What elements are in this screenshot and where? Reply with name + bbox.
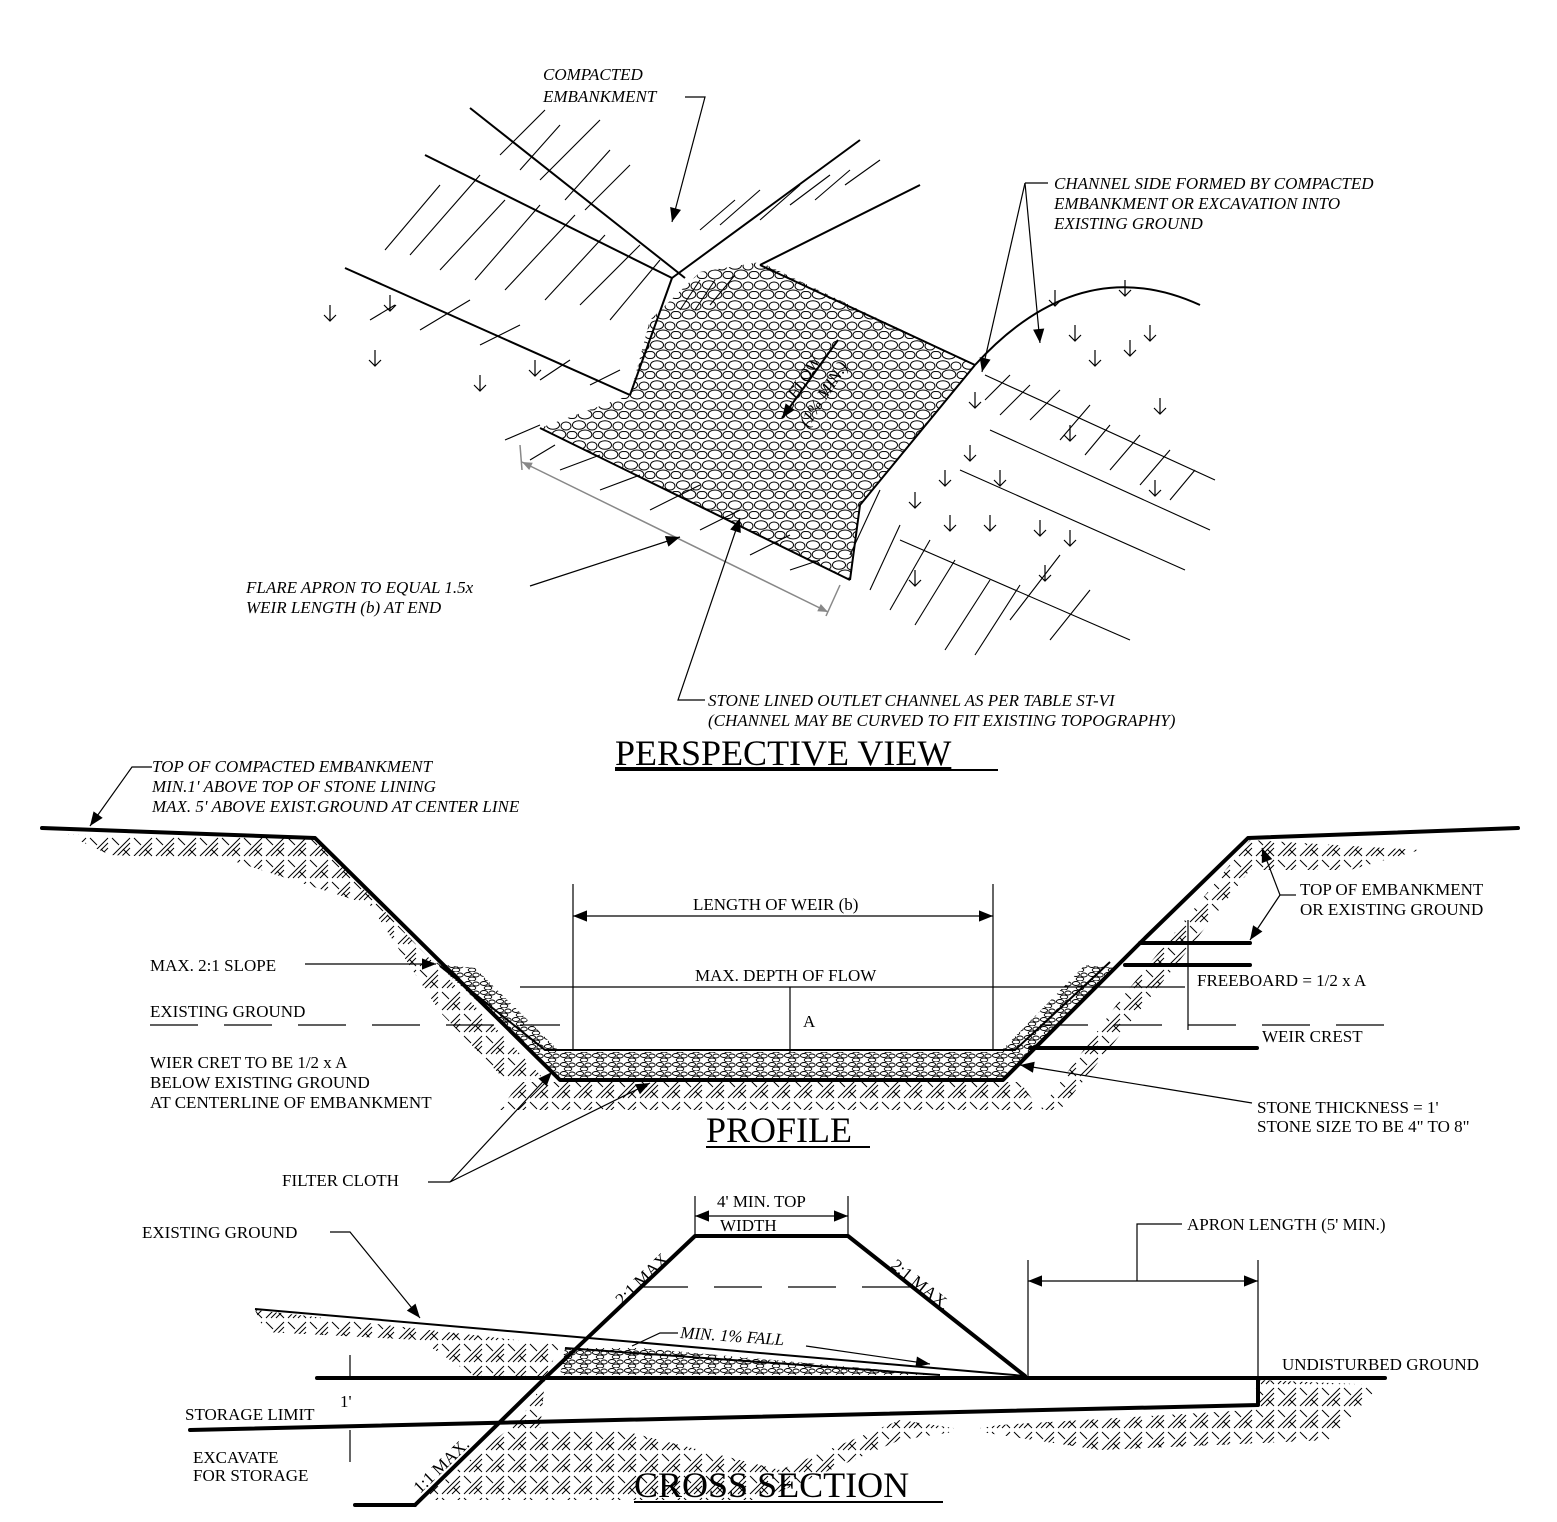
label-min-top-1: 4' MIN. TOP: [717, 1192, 806, 1211]
leader-apron-length: [1136, 1223, 1182, 1281]
label-storage-limit: STORAGE LIMIT: [185, 1405, 315, 1424]
label-channel-side-1: CHANNEL SIDE FORMED BY COMPACTED: [1054, 174, 1374, 193]
apron-dimension-tick-left: [519, 444, 523, 471]
leader-channel-side-a: [979, 182, 1026, 373]
label-existing-ground: EXISTING GROUND: [150, 1002, 305, 1021]
leader-compacted-embankment: [670, 96, 706, 223]
label-compacted-embankment-1: COMPACTED: [543, 65, 644, 84]
ground-profile-left: [40, 826, 1520, 1082]
label-min-top-2: WIDTH: [720, 1216, 777, 1235]
label-excavate-2: FOR STORAGE: [193, 1466, 308, 1485]
stone-lining: [435, 962, 1115, 1080]
embankment-top-right: [759, 184, 921, 266]
label-max-depth: MAX. DEPTH OF FLOW: [695, 966, 877, 985]
label-flare-apron-2: WEIR LENGTH (b) AT END: [246, 598, 442, 617]
embankment-back-left: [424, 154, 673, 279]
earth-hatch-xs-bottom: [420, 1380, 1380, 1500]
embankment-top-left: [469, 107, 686, 279]
stone-top-xs: [564, 1347, 941, 1376]
label-top-or-existing-1: TOP OF EMBANKMENT: [1300, 880, 1484, 899]
label-top-or-existing-2: OR EXISTING GROUND: [1300, 900, 1483, 919]
label-channel-side-3: EXISTING GROUND: [1053, 214, 1203, 233]
label-wier-cret-1: WIER CRET TO BE 1/2 x A: [150, 1053, 348, 1072]
earth-hatch-bottom: [500, 1082, 1040, 1110]
label-slope-left: 2:1 MAX.: [612, 1247, 675, 1309]
label-apron-length: APRON LENGTH (5' MIN.): [1187, 1215, 1386, 1234]
cross-section-view: 4' MIN. TOP WIDTH EXISTING GROUND 2:1 MA…: [142, 1192, 1479, 1507]
label-length-of-weir: LENGTH OF WEIR (b): [693, 895, 858, 914]
vegetation-marks: [323, 280, 1167, 587]
channel-edge-right: [849, 364, 976, 581]
label-min-fall: MIN. 1% FALL: [679, 1323, 785, 1349]
label-flare-apron-1: FLARE APRON TO EQUAL 1.5x: [245, 578, 474, 597]
label-weir-crest: WEIR CREST: [1262, 1027, 1363, 1046]
stone-channel: [540, 262, 975, 580]
earth-hatch-xs-left: [255, 1310, 560, 1380]
label-stone-thickness-1: STONE THICKNESS = 1': [1257, 1098, 1439, 1117]
flow-arrow: [781, 339, 839, 419]
label-channel-side-2: EMBANKMENT OR EXCAVATION INTO: [1053, 194, 1340, 213]
label-max-slope: MAX. 2:1 SLOPE: [150, 956, 276, 975]
label-stone-lined-1: STONE LINED OUTLET CHANNEL AS PER TABLE …: [708, 691, 1116, 710]
leader-stone-thickness: [1019, 1061, 1253, 1104]
label-stone-lined-2: (CHANNEL MAY BE CURVED TO FIT EXISTING T…: [708, 711, 1176, 730]
embankment-back-right: [671, 139, 861, 279]
stone-top-line: [439, 961, 1111, 1051]
title-perspective-view: PERSPECTIVE VIEW: [615, 733, 951, 773]
label-stone-thickness-2: STONE SIZE TO BE 4" TO 8": [1257, 1117, 1470, 1136]
leader-existing-ground-xs: [330, 1231, 421, 1319]
existing-ground-curve: [974, 286, 1201, 366]
label-filter-cloth: FILTER CLOTH: [282, 1171, 399, 1190]
earth-hatch-left: [65, 834, 545, 1080]
apron-dimension-tick-right: [825, 584, 841, 617]
label-excavate-1: EXCAVATE: [193, 1448, 278, 1467]
label-undisturbed: UNDISTURBED GROUND: [1282, 1355, 1479, 1374]
leader-min-fall: [631, 1332, 678, 1347]
profile-view: TOP OF COMPACTED EMBANKMENT MIN.1' ABOVE…: [40, 757, 1520, 1190]
label-wier-cret-2: BELOW EXISTING GROUND: [150, 1073, 370, 1092]
embankment-inner-left: [629, 277, 673, 396]
label-existing-ground-xs: EXISTING GROUND: [142, 1223, 297, 1242]
label-wier-cret-3: AT CENTERLINE OF EMBANKMENT: [150, 1093, 432, 1112]
label-top-embankment-1: TOP OF COMPACTED EMBANKMENT: [152, 757, 434, 776]
leader-filter-cloth-b: [449, 1082, 651, 1183]
label-a: A: [803, 1012, 816, 1031]
label-top-embankment-2: MIN.1' ABOVE TOP OF STONE LINING: [151, 777, 436, 796]
earth-hatch-right: [1040, 840, 1420, 1110]
leader-stone-lined: [677, 517, 741, 701]
label-one-foot: 1': [340, 1392, 352, 1411]
perspective-view: COMPACTED EMBANKMENT CHANNEL SIDE FORMED…: [245, 65, 1374, 773]
label-compacted-embankment-2: EMBANKMENT: [542, 87, 658, 106]
leader-flare-apron: [529, 536, 681, 587]
leader-top-or-existing-a: [1261, 847, 1281, 896]
channel-inner-right: [759, 264, 976, 366]
title-cross-section: CROSS SECTION: [634, 1465, 909, 1505]
label-slope-right: 2:1 MAX.: [887, 1255, 953, 1314]
leader-top-embankment: [89, 766, 152, 827]
channel-edge-left: [344, 267, 631, 396]
storage-limit-line: [188, 1378, 1260, 1432]
leader-filter-cloth-a: [449, 1071, 553, 1183]
label-top-embankment-3: MAX. 5' ABOVE EXIST.GROUND AT CENTER LIN…: [151, 797, 520, 816]
label-freeboard: FREEBOARD = 1/2 x A: [1197, 971, 1367, 990]
leader-channel-side-b: [1024, 182, 1045, 344]
min-fall-arrow: [805, 1345, 931, 1368]
leader-top-or-existing-b: [1249, 894, 1281, 941]
title-profile: PROFILE: [706, 1110, 852, 1150]
